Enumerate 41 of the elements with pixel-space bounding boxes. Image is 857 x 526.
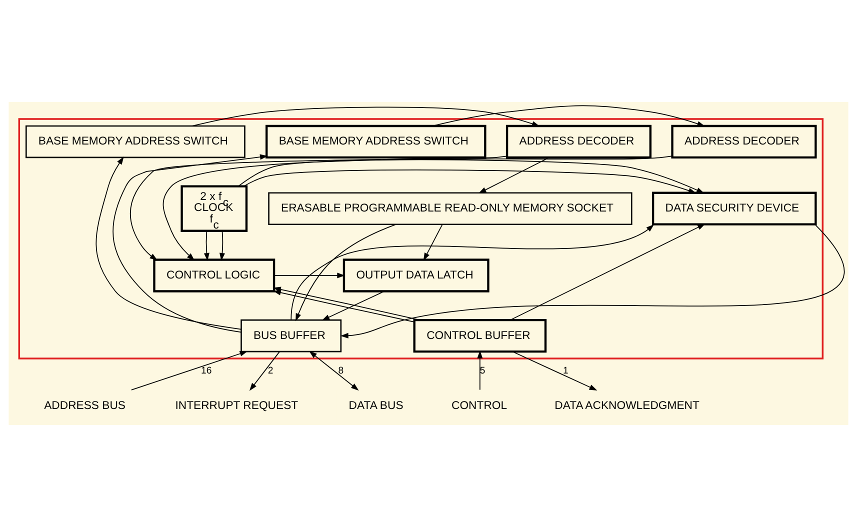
- node-text: DATA BUS: [348, 399, 404, 412]
- node-box: CONTROL LOGIC: [153, 258, 276, 292]
- arrow: [162, 155, 673, 260]
- arrow: [478, 156, 550, 193]
- arrow: [290, 224, 654, 320]
- node-box: ADDRESS DECODER: [506, 124, 652, 158]
- arrow: [192, 106, 540, 126]
- edge-label: 16: [201, 364, 212, 376]
- arrow: [112, 154, 268, 332]
- edge-label: 8: [338, 364, 344, 376]
- arrow: [309, 350, 359, 390]
- node-box: ADDRESS DECODER: [671, 124, 817, 158]
- node-box: BASE MEMORY ADDRESS SWITCH: [266, 124, 486, 158]
- arrow: [238, 158, 704, 193]
- arrow: [296, 223, 396, 321]
- arrow: [243, 168, 696, 193]
- node-box: DATA SECURITY DEVICE: [652, 191, 817, 225]
- arrow: [249, 350, 280, 390]
- node-box: BUS BUFFER: [240, 318, 342, 352]
- node-text: DATA ACKNOWLEDGMENT: [554, 399, 700, 412]
- arrow: [322, 290, 385, 320]
- node-text: INTERRUPT REQUEST: [175, 399, 298, 412]
- node-text: ADDRESS BUS: [44, 399, 126, 412]
- node-text: CONTROL: [452, 399, 508, 412]
- arrow: [512, 350, 598, 390]
- arrow: [423, 224, 443, 260]
- node-box: ERASABLE PROGRAMMABLE READ-ONLY MEMORY SOCKET: [268, 192, 632, 224]
- arrow: [130, 350, 248, 390]
- arrow: [219, 230, 225, 260]
- node-box: OUTPUT DATA LATCH: [342, 258, 490, 292]
- arrow: [204, 230, 210, 260]
- arrow: [510, 223, 706, 320]
- arrow: [130, 155, 508, 260]
- arrow: [96, 156, 242, 330]
- arrow: [432, 104, 706, 126]
- node-box: BASE MEMORY ADDRESS SWITCH: [26, 124, 246, 158]
- arrow: [340, 224, 844, 338]
- edge-label: 1: [562, 364, 568, 376]
- arrow: [274, 272, 346, 278]
- edge-label: 2: [268, 364, 274, 376]
- node-box: CONTROL BUFFER: [413, 318, 547, 352]
